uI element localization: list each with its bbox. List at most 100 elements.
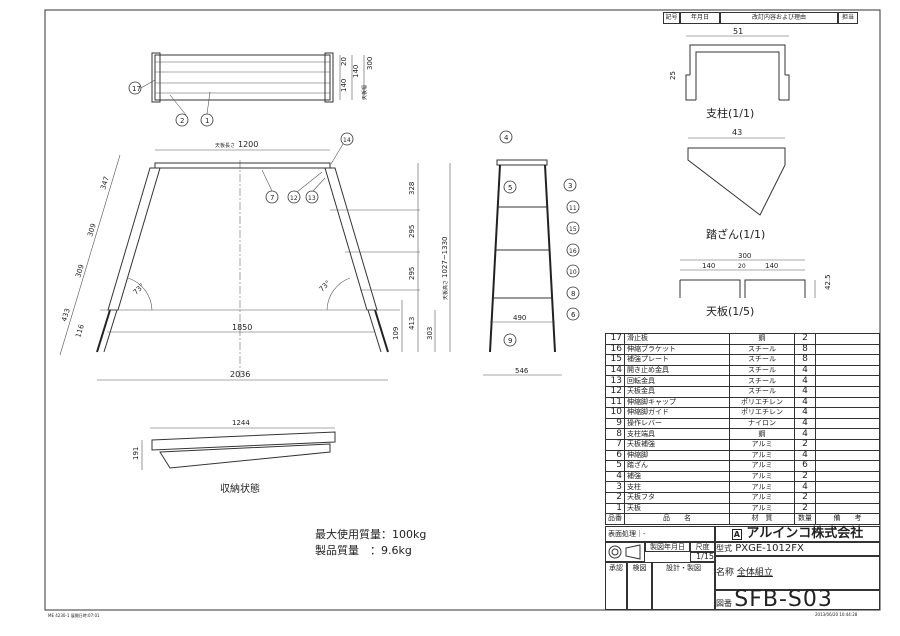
balloon-3: 3 <box>568 182 572 190</box>
dim-116: 116 <box>74 323 86 339</box>
part-material: 鋼 <box>729 333 795 345</box>
company-logo-icon: A <box>731 529 742 540</box>
part-material: スチール <box>729 375 795 387</box>
part-remarks <box>815 343 880 356</box>
part-material: スチール <box>729 343 795 356</box>
part-material: アルミ <box>729 460 795 472</box>
part-number: 13 <box>605 375 625 387</box>
part-number: 7 <box>605 438 625 451</box>
top-dim-300: 300 <box>738 252 751 260</box>
part-name: 開き止め金具 <box>624 364 730 377</box>
dim-295a: 295 <box>408 225 416 238</box>
balloon-1: 1 <box>205 117 209 125</box>
part-quantity: 4 <box>794 364 816 377</box>
surface-treatment: 表面処理｜- <box>605 526 715 542</box>
side-outer-width: 546 <box>515 367 529 375</box>
part-remarks <box>815 385 880 398</box>
post-dim-25: 25 <box>669 71 677 80</box>
part-remarks <box>815 417 880 430</box>
top-length: 1200 <box>238 140 258 149</box>
dim-109: 109 <box>392 327 400 340</box>
part-material: アルミ <box>729 502 795 515</box>
rev-content: 改訂内容および理由 <box>720 12 838 24</box>
front-view: 天板長さ 1200 14 7 12 13 347 309 309 116 433… <box>59 132 451 381</box>
part-number: 15 <box>605 354 625 366</box>
name-label: 名称 <box>716 568 735 578</box>
top-dim-42-5: 42.5 <box>824 274 832 290</box>
storage-view: 1244 191 収納状態 <box>132 419 336 495</box>
part-remarks <box>815 375 880 387</box>
part-material: 鋼 <box>729 428 795 440</box>
part-name: 伸縮脚 <box>624 449 730 462</box>
timestamp: 2013/06/20 10:44:28 <box>815 612 858 617</box>
part-quantity: 2 <box>794 502 816 515</box>
part-number: 8 <box>605 428 625 440</box>
part-number: 12 <box>605 385 625 398</box>
part-remarks <box>815 364 880 377</box>
balloon-12: 12 <box>290 195 298 202</box>
part-remarks <box>815 460 880 472</box>
balloon-17: 17 <box>132 85 141 93</box>
dim-347: 347 <box>99 175 111 190</box>
scale-label: 尺度 <box>690 542 715 552</box>
part-remarks <box>815 333 880 345</box>
part-number: 2 <box>605 491 625 504</box>
part-material: アルミ <box>729 481 795 493</box>
part-remarks <box>815 396 880 409</box>
header-remarks: 備 考 <box>815 513 880 525</box>
part-remarks <box>815 491 880 504</box>
dim-295b: 295 <box>408 267 416 280</box>
approve-label: 承認 <box>605 562 627 610</box>
part-name: 天板補強 <box>624 438 730 451</box>
part-material: アルミ <box>729 491 795 504</box>
dim-303: 303 <box>426 327 434 340</box>
drawing-border <box>44 9 881 611</box>
top-dim-140b: 140 <box>765 262 778 270</box>
balloon-9: 9 <box>508 337 512 345</box>
surface-value: - <box>643 530 646 538</box>
part-number: 17 <box>605 333 625 345</box>
section-step: 43 踏ざん(1/1) <box>687 128 786 241</box>
balloon-15: 15 <box>569 226 577 233</box>
part-quantity: 2 <box>794 491 816 504</box>
part-name: 天板金具 <box>624 385 730 398</box>
inner-width: 1850 <box>232 323 252 332</box>
part-remarks <box>815 438 880 451</box>
part-number: 1 <box>605 502 625 515</box>
balloon-14: 14 <box>343 137 351 144</box>
dim-309a: 309 <box>86 222 98 237</box>
rev-person: 担当 <box>838 12 858 24</box>
part-name: 踏ざん <box>624 460 730 472</box>
side-view: 490 546 4 5 3 11 15 16 10 8 6 9 <box>483 130 580 376</box>
balloon-6: 6 <box>571 311 576 319</box>
part-number: 5 <box>605 460 625 472</box>
balloon-16: 16 <box>569 248 577 255</box>
part-number: 3 <box>605 481 625 493</box>
part-quantity: 4 <box>794 481 816 493</box>
part-material: アルミ <box>729 470 795 483</box>
check-label: 検図 <box>627 562 652 610</box>
storage-length: 1244 <box>232 419 250 427</box>
parts-header: 品番品 名材 質数量備 考 <box>605 513 880 525</box>
top-length-label: 天板長さ <box>215 142 235 149</box>
part-name: 支柱端具 <box>624 428 730 440</box>
part-material: アルミ <box>729 449 795 462</box>
part-remarks <box>815 449 880 462</box>
projection-symbol-icon <box>605 542 645 562</box>
scale-value: 1/15 <box>690 552 715 562</box>
balloon-4: 4 <box>504 134 509 142</box>
company-name: A アルインコ株式会社 <box>715 526 880 542</box>
height-value: 1027~1330 <box>441 237 449 279</box>
